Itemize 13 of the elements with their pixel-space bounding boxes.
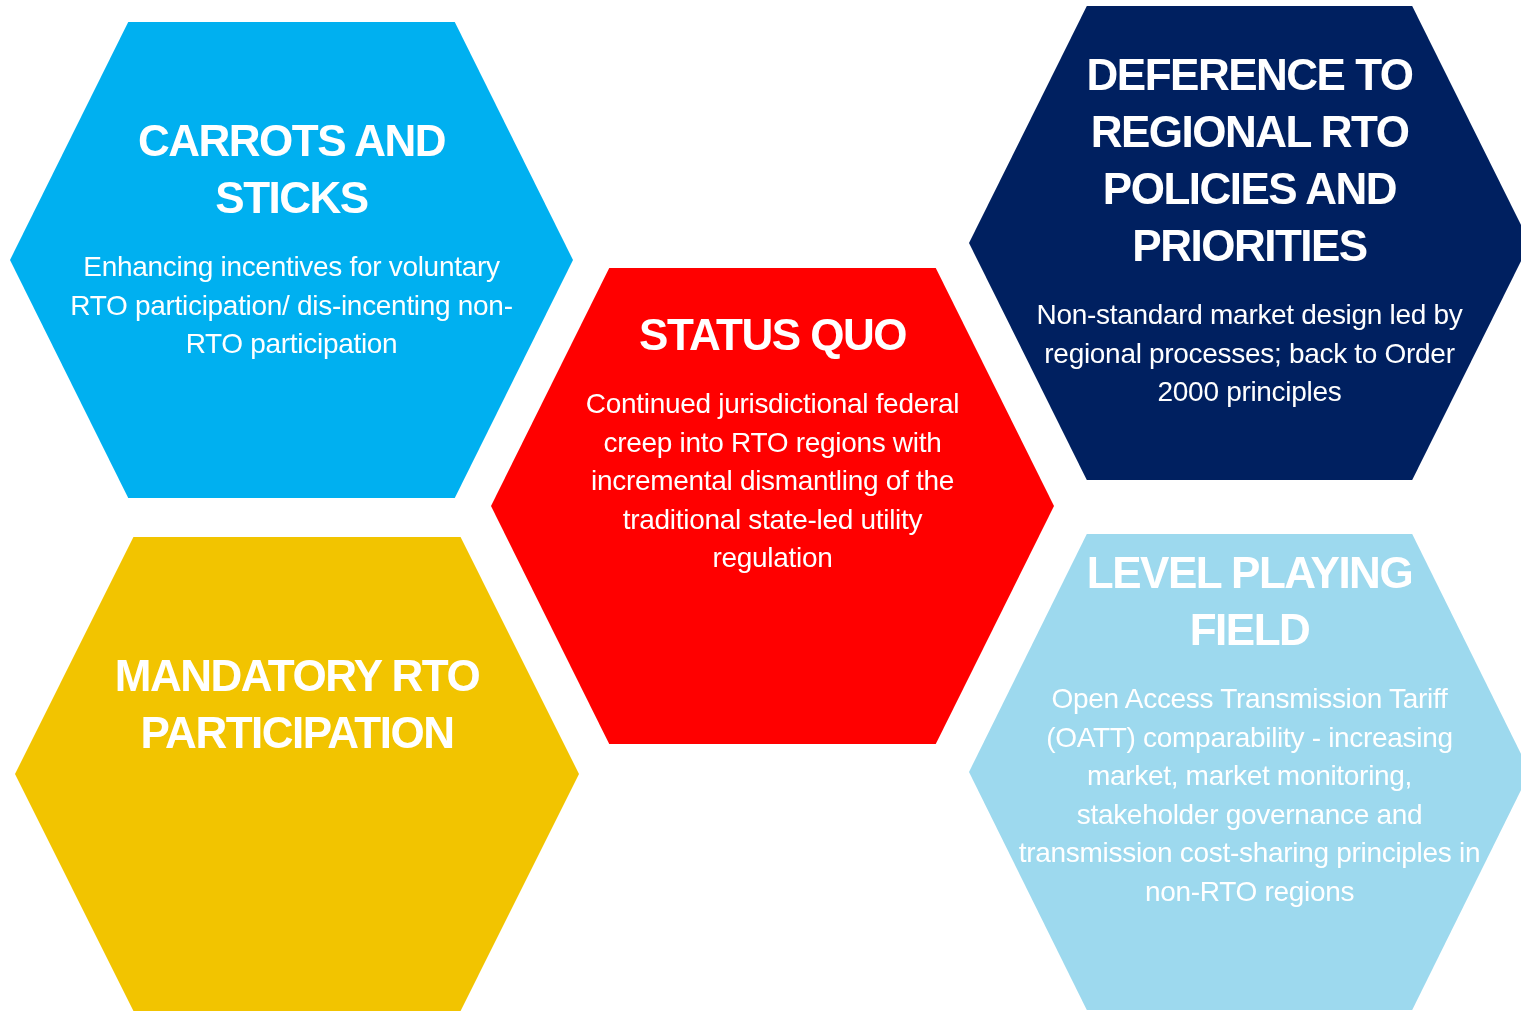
hexagon-description: Enhancing incentives for voluntary RTO participation/ dis-incenting non-RTO participation (69, 250, 514, 361)
hexagon-title: LEVEL PLAYING FIELD (1085, 547, 1414, 656)
hexagon-description: Open Access Transmission Tariff (OATT) comparability - increasing market, market monitoring, stakeholder governance and transmission cost-sharing principles in non-RTO regions (1017, 682, 1482, 909)
hexagon (15, 537, 579, 1011)
hexagon-title: MANDATORY RTO PARTICIPATION (113, 650, 481, 759)
hexagon-description: Non-standard market design led by regional processes; back to Order 2000 principles (1035, 298, 1464, 409)
hexagon-title: DEFERENCE TO REGIONAL RTO POLICIES AND PRIORITIES (1085, 49, 1414, 272)
hexagon-title: STATUS QUO (638, 309, 907, 361)
hexagon-title: CARROTS AND STICKS (137, 115, 446, 224)
hexagon (969, 534, 1521, 1010)
hexagon (10, 22, 573, 498)
hexagon (969, 6, 1521, 480)
hexagon-description: Continued jurisdictional federal creep into RTO regions with incremental dismantling of the traditional state-led utility regulation (584, 387, 961, 575)
